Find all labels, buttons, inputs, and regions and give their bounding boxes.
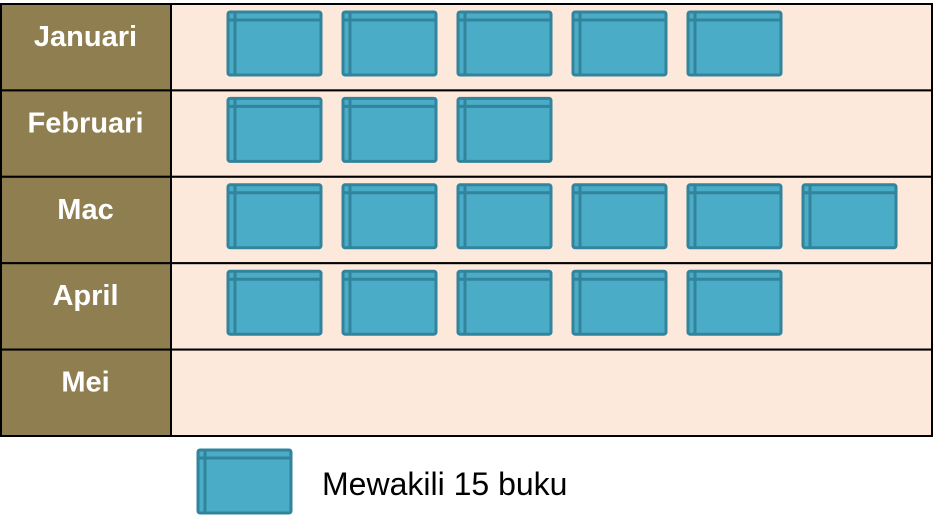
book-cover (226, 269, 323, 336)
chart-row-februari: Februari (0, 89, 933, 178)
month-label: Mac (57, 194, 113, 226)
month-label: Februari (27, 107, 143, 139)
book-cover (341, 269, 438, 336)
book-cover (226, 10, 323, 77)
chart-row-januari: Januari (0, 3, 933, 92)
book-cover (226, 183, 323, 250)
book-cover (456, 183, 553, 250)
book-icon (341, 183, 438, 250)
month-label-cell (0, 175, 172, 265)
book-cover (196, 448, 293, 515)
book-cover (686, 269, 783, 336)
book-cover (571, 183, 668, 250)
book-cover (801, 183, 898, 250)
book-cover (341, 183, 438, 250)
book-cover (571, 10, 668, 77)
book-cover (686, 183, 783, 250)
book-icon (571, 269, 668, 336)
row-background (170, 348, 933, 438)
book-icon (341, 96, 438, 163)
book-icon (196, 448, 293, 515)
book-icon (571, 10, 668, 77)
book-icon (456, 96, 553, 163)
book-cover (341, 10, 438, 77)
book-icon (686, 183, 783, 250)
book-cover (456, 269, 553, 336)
book-icon (456, 10, 553, 77)
chart-row-mac: Mac (0, 175, 933, 265)
book-icon (801, 183, 898, 250)
book-icon (226, 96, 323, 163)
book-cover (571, 269, 668, 336)
book-cover (226, 96, 323, 163)
book-icon (226, 183, 323, 250)
book-icon (341, 269, 438, 336)
book-icon (686, 269, 783, 336)
book-icon (226, 10, 323, 77)
legend: Mewakili 15 buku (196, 448, 567, 515)
book-icon (686, 10, 783, 77)
book-icon (571, 183, 668, 250)
month-label-cell (0, 89, 172, 178)
month-label-cell (0, 348, 172, 438)
book-cover (456, 10, 553, 77)
month-label: Mei (61, 367, 109, 399)
book-cover (341, 96, 438, 163)
chart-row-april: April (0, 262, 933, 351)
legend-book-icon (196, 448, 293, 515)
month-label: April (52, 280, 118, 312)
chart-row-mei: Mei (0, 348, 933, 438)
book-cover (456, 96, 553, 163)
legend-text: Mewakili 15 buku (322, 466, 567, 502)
month-label-cell (0, 3, 172, 92)
book-icon (226, 269, 323, 336)
book-icon (456, 183, 553, 250)
book-icon (456, 269, 553, 336)
book-icon (341, 10, 438, 77)
month-label: Januari (34, 21, 137, 53)
book-cover (686, 10, 783, 77)
